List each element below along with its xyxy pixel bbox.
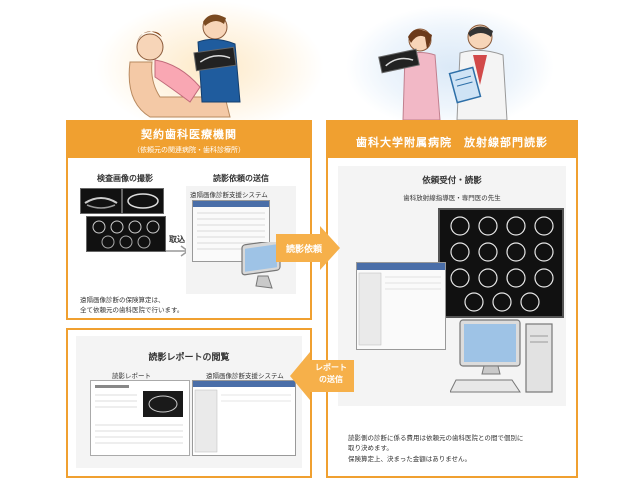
receive-read-label: 依頼受付・読影 bbox=[422, 176, 482, 186]
right-note-line3: 保険算定上、決まった金額はありません。 bbox=[348, 455, 472, 463]
university-hospital-title: 歯科大学附属病院 放射線部門読影 bbox=[356, 136, 548, 149]
university-hospital-panel: 歯科大学附属病院 放射線部門読影 依頼受付・読影 歯科放射線指導医・専門医の先生 bbox=[326, 120, 578, 478]
view-report-title: 読影レポートの閲覧 bbox=[148, 353, 230, 363]
report-send-label-line1: レポート bbox=[315, 363, 347, 372]
right-note-line2: 取り決めます。 bbox=[348, 444, 393, 452]
university-hospital-header: 歯科大学附属病院 放射線部門読影 bbox=[328, 122, 576, 158]
ct-slices-thumb bbox=[86, 216, 166, 252]
contracted-institution-header: 契約歯科医療機関 （依頼元の関連病院・歯科診療所） bbox=[68, 122, 310, 158]
left-note-line1: 遠隔画像診断の保険算定は、 bbox=[80, 296, 165, 304]
report-system-window bbox=[192, 380, 296, 456]
exam-image-label: 検査画像の撮影 bbox=[97, 174, 153, 183]
view-report-inner: 読影レポートの閲覧 読影レポート 遠隔画像診断支援システム bbox=[76, 336, 302, 468]
right-illustration-glow bbox=[345, 5, 555, 130]
radiologists-illustration bbox=[378, 24, 508, 120]
computer-icon bbox=[450, 319, 553, 393]
report-viewer-screen bbox=[356, 262, 446, 350]
contracted-institution-subtitle: （依頼元の関連病院・歯科診療所） bbox=[133, 146, 245, 154]
ct-viewer-screen bbox=[438, 208, 564, 318]
send-system-label: 遠隔画像診断支援システム bbox=[190, 191, 268, 199]
report-label: 読影レポート bbox=[112, 372, 151, 380]
send-request-label: 読影依頼の送信 bbox=[213, 174, 269, 183]
report-send-label-line2: の送信 bbox=[319, 375, 343, 384]
report-document bbox=[90, 380, 190, 456]
left-note-line2: 全て依頼元の歯科医院で行います。 bbox=[80, 306, 184, 314]
contracted-institution-panel: 契約歯科医療機関 （依頼元の関連病院・歯科診療所） 検査画像の撮影 取込 読影依… bbox=[66, 120, 312, 320]
send-system-panel: 遠隔画像診断支援システム bbox=[186, 186, 296, 294]
monitor-icon bbox=[241, 242, 281, 289]
import-label: 取込 bbox=[169, 235, 185, 244]
contracted-institution-title: 契約歯科医療機関 bbox=[141, 128, 237, 141]
report-send-arrow bbox=[290, 352, 354, 400]
doctor-label: 歯科放射線指導医・専門医の先生 bbox=[403, 194, 501, 202]
jaw-xray-thumb bbox=[122, 188, 164, 214]
dentist-patient-illustration bbox=[128, 14, 241, 118]
request-arrow bbox=[276, 226, 340, 270]
bottom-system-label: 遠隔画像診断支援システム bbox=[206, 372, 284, 380]
request-arrow-label: 読影依頼 bbox=[285, 245, 322, 255]
reading-area: 依頼受付・読影 歯科放射線指導医・専門医の先生 bbox=[338, 166, 566, 406]
view-report-panel: 読影レポートの閲覧 読影レポート 遠隔画像診断支援システム bbox=[66, 328, 312, 478]
right-note-line1: 読影側の診断に係る費用は依頼元の歯科医院との間で個別に bbox=[348, 434, 524, 442]
panoramic-xray-thumb bbox=[80, 188, 122, 214]
